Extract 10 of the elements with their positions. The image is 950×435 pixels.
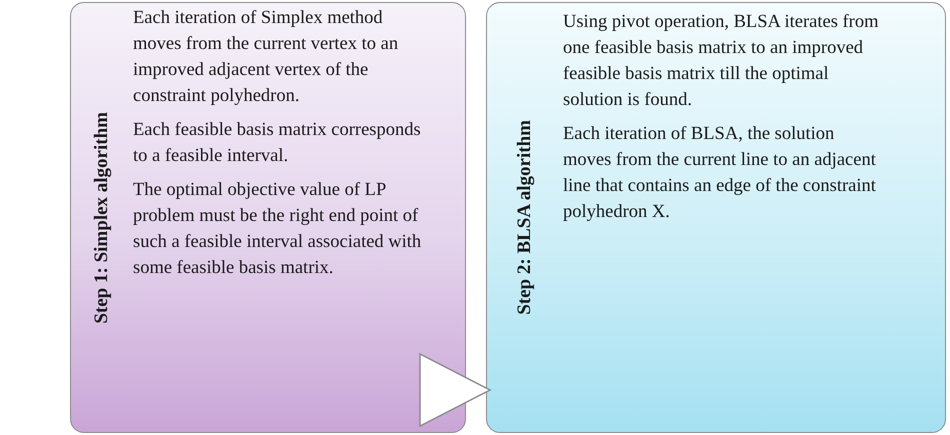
- description-text: Each iteration of Simplex method moves from the current vertex to an improved adjacent vertex of the constraint polyhedron.: [133, 7, 400, 108]
- chevron-arrow: [419, 353, 491, 427]
- description-text: Each iteration of BLSA, the solution moves from the current line to an adjacent line that contains an edge of the constraint polyhedron X.: [563, 123, 877, 224]
- step-panel: [486, 2, 946, 433]
- description-text: The optimal objective value of LP problem must be the right end point of such a feasible interval associated with some feasible basis matrix.: [133, 179, 422, 280]
- description-text: Using pivot operation, BLSA iterates from one feasible basis matrix to an improved feasible basis matrix till the optimal solution is found.: [563, 11, 880, 112]
- step-title: Step 2: BLSA algorithm: [514, 120, 536, 315]
- description-text: Each feasible basis matrix corresponds to a feasible interval.: [133, 119, 422, 168]
- step-title: Step 1: Simplex algorithm: [91, 112, 113, 324]
- step-panel: [70, 2, 466, 433]
